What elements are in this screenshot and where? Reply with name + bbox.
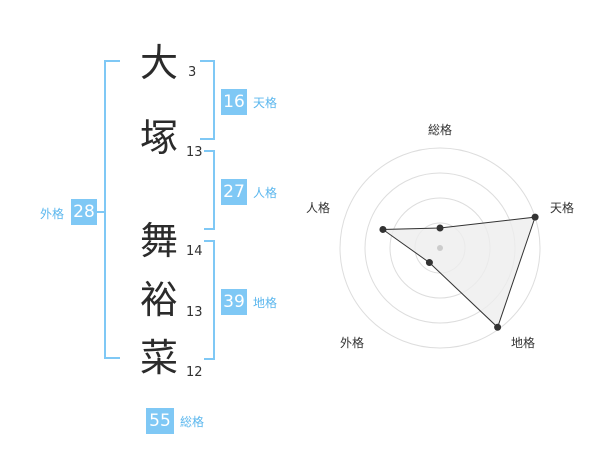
jinkaku-value: 27 bbox=[221, 179, 247, 205]
radar-grid-ring bbox=[339, 147, 541, 349]
radar-point bbox=[379, 225, 387, 233]
name-char-5: 菜 bbox=[139, 336, 178, 380]
radar-center-dot bbox=[437, 245, 443, 251]
fortune-radar-chart: 総格 天格 地格 外格 人格 bbox=[306, 122, 574, 350]
radar-axis-label-soukaku: 総格 bbox=[428, 122, 452, 137]
chikaku-bracket bbox=[204, 240, 215, 360]
stroke-count-5: 12 bbox=[186, 365, 203, 380]
chikaku-value: 39 bbox=[221, 289, 247, 315]
gaikaku-label: 外格 bbox=[40, 207, 65, 221]
stroke-count-4: 13 bbox=[186, 305, 203, 320]
soukaku-label: 総格 bbox=[180, 415, 205, 429]
radar-axis-label-gaikaku: 外格 bbox=[340, 335, 364, 350]
name-char-3: 舞 bbox=[139, 219, 178, 263]
tenkaku-label: 天格 bbox=[253, 96, 278, 110]
radar-point bbox=[531, 213, 539, 221]
name-char-4: 裕 bbox=[139, 278, 178, 322]
tenkaku-bracket bbox=[200, 60, 215, 140]
radar-points bbox=[379, 213, 539, 331]
stroke-count-3: 14 bbox=[186, 244, 203, 259]
radar-axis-label-tenkaku: 天格 bbox=[550, 200, 574, 215]
radar-point bbox=[436, 224, 444, 232]
radar-axis-label-jinkaku: 人格 bbox=[306, 200, 330, 215]
radar-axis-label-chikaku: 地格 bbox=[511, 335, 535, 350]
chikaku-label: 地格 bbox=[253, 296, 278, 310]
stroke-count-1: 3 bbox=[188, 65, 197, 80]
soukaku-value: 55 bbox=[146, 408, 174, 434]
stroke-count-2: 13 bbox=[186, 145, 203, 160]
tenkaku-value: 16 bbox=[221, 89, 247, 115]
jinkaku-bracket bbox=[204, 150, 215, 230]
gaikaku-value: 28 bbox=[71, 199, 97, 225]
gaikaku-bracket-tick bbox=[96, 211, 105, 213]
jinkaku-label: 人格 bbox=[253, 186, 278, 200]
gaikaku-bracket bbox=[104, 60, 120, 359]
name-char-1: 大 bbox=[139, 41, 178, 85]
name-char-2: 塚 bbox=[139, 116, 178, 160]
radar-shape bbox=[381, 216, 536, 329]
radar-point bbox=[494, 323, 502, 331]
radar-point bbox=[425, 259, 433, 267]
